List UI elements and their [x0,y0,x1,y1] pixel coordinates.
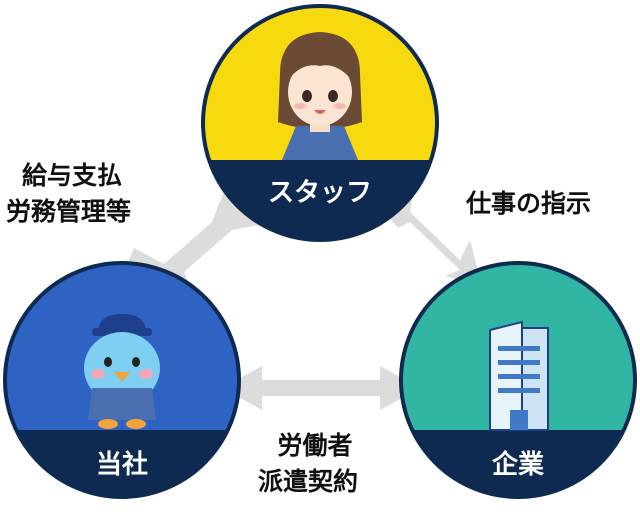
edge-label-self-staff: 給与支払 労務管理等 [6,158,131,230]
edge-label-self-client-line-1: 労働者 [277,431,353,460]
edge-label-self-client: 労働者 派遣契約 [258,428,358,500]
building-icon [489,320,549,431]
mascot-illustration [84,314,160,429]
arrow-self-client [222,366,420,410]
node-client: 企業 [399,261,637,499]
edge-label-self-staff-line-2: 労務管理等 [6,197,132,226]
node-staff-label: スタッフ [268,178,372,208]
node-client-label: 企業 [492,449,544,480]
node-company-self: 当社 [3,261,241,499]
edge-label-self-staff-line-1: 給与支払 [22,161,123,190]
edge-label-client-staff-line-1: 仕事の指示 [466,189,592,218]
node-company-self-label: 当社 [96,449,148,480]
edge-label-client-staff: 仕事の指示 [466,186,591,222]
edge-label-self-client-line-2: 派遣契約 [258,467,359,496]
staff-illustration [278,32,362,160]
